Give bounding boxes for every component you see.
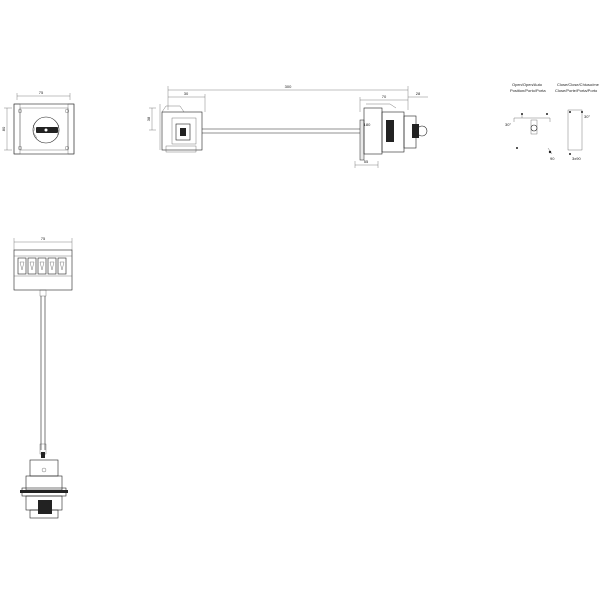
front-dim-height: 80 — [1, 126, 6, 131]
legend-label-bottom-right: 3x90 — [572, 156, 581, 161]
front-view: 75 80 — [1, 90, 75, 155]
front-dim-width: 75 — [39, 90, 44, 95]
legend-left-heading-2: Position/Porto/Porta — [510, 88, 546, 93]
bottom-view: 75 — [13, 236, 73, 519]
side-dim-panel: 55 — [364, 159, 369, 164]
side-dim-head: 70 — [382, 94, 387, 99]
legend-angle-left: 30° — [505, 122, 511, 127]
legend-label-bottom-left: 90 — [550, 156, 555, 161]
legend-angle-right: 30° — [584, 114, 590, 119]
legend-left-heading-1: Open/Open/Auto — [512, 82, 543, 87]
legend-right-heading-1: Close/Close/Chiuso/me — [557, 82, 600, 87]
side-dim-overall: 300 — [285, 84, 292, 89]
side-dim-tail: 28 — [416, 91, 421, 96]
side-view: 300 30 70 28 38 55 180 — [146, 84, 428, 168]
side-dim-flange: 30 — [184, 91, 189, 96]
position-legend: Open/Open/Auto Position/Porto/Porta Clos… — [505, 82, 600, 161]
side-dim-depth: 38 — [146, 116, 151, 121]
bottom-dim-width: 75 — [41, 236, 46, 241]
side-dim-shaft-offset: 180 — [364, 122, 371, 127]
terminal-screws — [17, 257, 67, 275]
legend-right-heading-2: Close/Porte/Porta/Porto — [555, 88, 598, 93]
